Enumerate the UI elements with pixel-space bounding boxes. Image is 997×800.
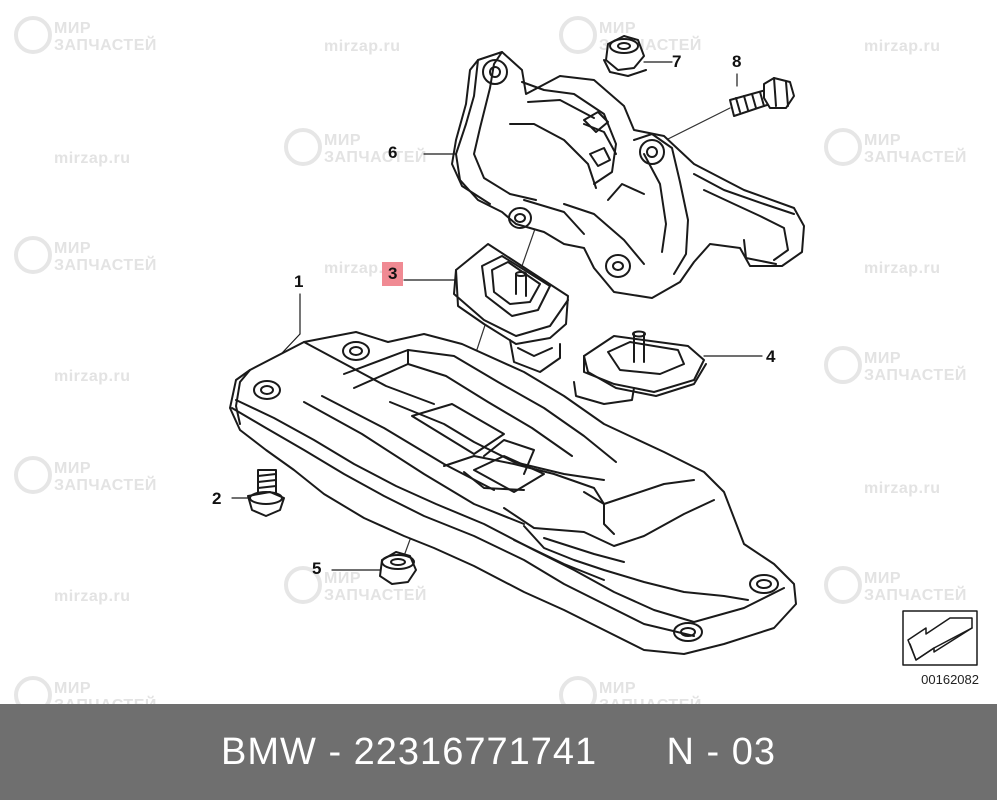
callout-5[interactable]: 5 [312,559,322,578]
watermark-logo-icon [824,566,862,604]
callout-7[interactable]: 7 [672,52,682,71]
watermark-logo-icon [559,16,597,54]
watermark-logo-icon [14,456,52,494]
footer-brand: BMW [221,730,317,773]
part-3-transmission-mount [453,243,569,373]
footer-separator: - [328,730,343,773]
diagram-code: 00162082 [921,672,979,687]
watermark: mirzap.ru [324,260,401,277]
part-1-transmission-crossmember [229,331,797,655]
watermark: mirzap.ru [54,150,131,167]
watermark: mirzap.ru [864,260,941,277]
callout-2[interactable]: 2 [212,489,222,508]
watermark-logo-icon [14,236,52,274]
callout-8[interactable]: 8 [732,52,742,71]
callout-6[interactable]: 6 [388,143,398,162]
watermark-logo-icon [824,128,862,166]
footer-position-label: N - 03 [666,730,776,773]
footer-bar: BMW - 22316771741 N - 03 [0,704,997,800]
part-7-flange-nut [603,35,647,77]
part-4-transmission-mount [573,330,707,405]
watermark: mirzap.ru [54,368,131,385]
watermark: mirzap.ru [864,38,941,55]
watermark: mirzap.ru [864,480,941,497]
watermark: mirzap.ru [54,588,131,605]
watermark: mirzap.ru [324,38,401,55]
watermark-logo-icon [14,16,52,54]
callout-4[interactable]: 4 [766,347,776,366]
part-8-hex-bolt [729,77,795,117]
part-2-hex-bolt [247,469,285,517]
part-5-hex-nut [379,551,417,585]
part-6-transmission-bracket [451,51,805,299]
watermark-logo-icon [824,346,862,384]
parts-diagram [229,35,978,666]
watermark-logo-icon [284,128,322,166]
orientation-arrow-box [902,610,978,666]
footer-part-number: 22316771741 [353,730,598,773]
callout-3-highlighted[interactable]: 3 [382,262,404,286]
callout-1[interactable]: 1 [294,272,304,291]
watermark-logo-icon [284,566,322,604]
